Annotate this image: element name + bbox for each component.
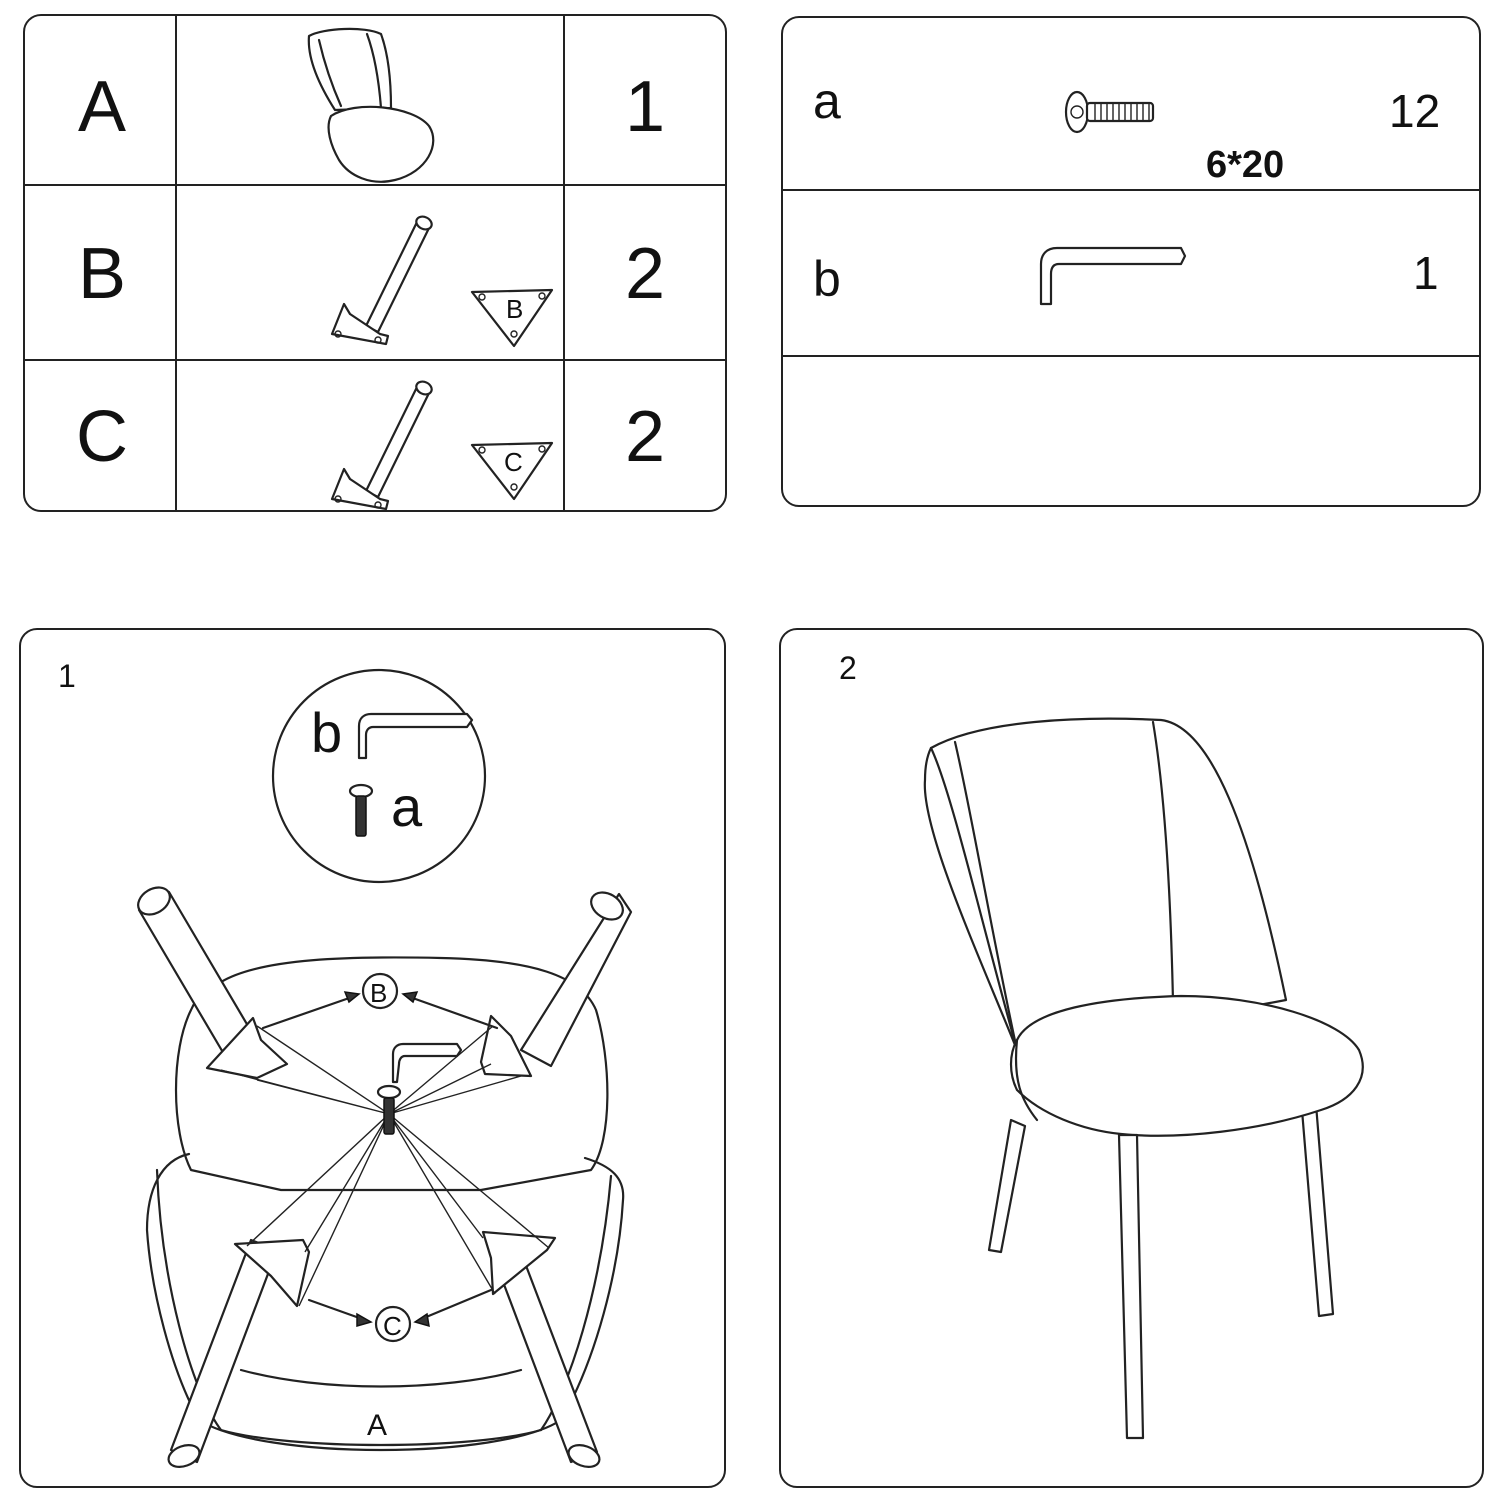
step-1-illustration: b a	[137, 668, 633, 1468]
grid-divider	[25, 359, 725, 361]
allen-key-icon	[1039, 246, 1187, 306]
mounting-plate	[481, 1230, 557, 1296]
grid-divider	[175, 16, 177, 510]
part-qty-b: 2	[624, 234, 666, 314]
explode-line	[220, 1025, 390, 1115]
grid-divider	[783, 355, 1479, 357]
bolt-icon	[1064, 90, 1155, 134]
hardware-callout-circle	[271, 668, 487, 884]
plate-label-rear: C	[383, 1311, 402, 1341]
part-letter-b: B	[77, 234, 127, 314]
step-number-2: 2	[839, 650, 857, 686]
plate-b-callout	[361, 972, 399, 1010]
plate-label-c: C	[504, 447, 523, 477]
part-letter-a: A	[77, 67, 127, 147]
chair-shell-icon	[307, 27, 435, 183]
backrest-outline	[145, 1152, 625, 1452]
parts-grid	[25, 16, 725, 510]
part-qty-a: 1	[624, 67, 666, 147]
corner-plate-b-icon: B	[470, 288, 554, 348]
leg-b-right	[519, 892, 633, 1068]
mounting-plate	[479, 1014, 533, 1078]
callout-key-label: b	[311, 701, 342, 764]
bolt-icon	[348, 783, 374, 799]
assembled-chair-icon	[923, 717, 1364, 1440]
step-1-panel: 1 b a	[19, 628, 726, 1488]
callout-bolt-label: a	[391, 775, 423, 838]
hardware-letter-b: b	[813, 251, 841, 307]
hardware-letter-a: a	[813, 73, 841, 129]
allen-key-icon	[391, 1042, 463, 1084]
seat-label-a: A	[367, 1409, 387, 1442]
hardware-list-panel: a 12 6*20 b 1	[781, 16, 1481, 507]
mounting-plate	[233, 1238, 311, 1308]
allen-key-icon	[357, 712, 474, 760]
step-number-1: 1	[58, 658, 76, 694]
mounting-plate	[205, 1016, 289, 1080]
step-2-panel: 2	[779, 628, 1484, 1488]
plate-label-b: B	[506, 294, 523, 324]
leg-with-plate-icon	[330, 215, 433, 346]
leg-with-plate-icon	[330, 380, 433, 510]
plate-c-callout	[374, 1305, 412, 1343]
hardware-qty-a: 12	[1389, 85, 1441, 137]
corner-plate-c-icon: C	[470, 441, 554, 501]
seat-underside	[174, 956, 609, 1192]
parts-list-panel: A 1 B 2 B C 2 C	[23, 14, 727, 512]
grid-divider	[25, 184, 725, 186]
hardware-qty-b: 1	[1413, 247, 1439, 299]
plate-label-front: B	[370, 978, 387, 1008]
grid-divider	[563, 16, 565, 510]
grid-divider	[783, 189, 1479, 191]
part-qty-c: 2	[624, 397, 666, 477]
bolt-size-label: 6*20	[1206, 144, 1285, 186]
part-letter-c: C	[76, 397, 128, 477]
bolt-icon	[376, 1084, 402, 1100]
